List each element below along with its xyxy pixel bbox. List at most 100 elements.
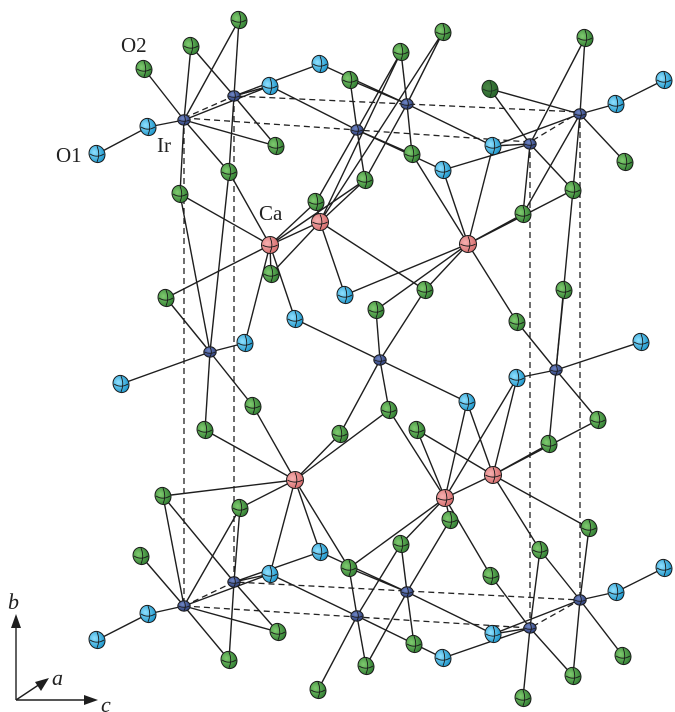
bond-ir8-b14 [379,359,468,403]
bond-ca5-g28 [416,429,446,499]
o2-atom [220,650,238,670]
o1-atom [139,604,157,624]
bond-ca2-g18 [270,221,321,275]
ir-atom [227,90,241,102]
bond-ir4-b6 [406,103,494,147]
bond-b21-ir15 [492,599,581,635]
bond-ca4-b18 [269,479,296,575]
bond-ir3-b3 [269,85,358,131]
o2-atom [230,10,248,30]
o2-atom [157,288,175,308]
bond-b16-b17 [96,613,149,641]
o1-atom [607,582,625,602]
label-ca: Ca [259,201,283,225]
bond-ir2-g10 [228,95,235,173]
bond-ca4-g27 [294,409,390,481]
o2-atom [392,42,410,62]
bond-ca5-g34 [400,497,446,545]
bond-ir2-b4 [233,63,321,97]
ir-atom [350,610,364,622]
bond-ir8-b10 [294,318,381,361]
o2-atom [589,410,607,430]
o2-atom [357,656,375,676]
o2-atom [614,646,632,666]
o2-atom [616,152,634,172]
o1-atom [655,70,673,90]
bond-b22-b23 [615,567,665,593]
bond-ir9-g30 [555,369,599,421]
bond-ir4-g12 [364,103,408,181]
bond-ir9-g14 [555,189,574,371]
o1-atom [607,94,625,114]
o2-atom [403,144,421,164]
bond-ir10-g39 [140,555,185,607]
bond-ir12-b20 [356,615,444,659]
bond-ca3-b9 [344,243,469,296]
bond-ir9-b15 [555,341,642,371]
o1-atom [508,368,526,388]
bond-ca4-g33 [294,479,350,569]
bond-ca1-ca2 [269,221,321,246]
bond-ir11-g40 [233,581,279,633]
ca-atom [484,466,502,484]
o1-atom [112,374,130,394]
bond-b5-ir5 [442,143,531,171]
o2-atom [182,36,200,56]
bond-ir4-g7 [406,31,444,105]
bond-ca4-g31 [162,479,296,497]
bond-ir5-g14 [529,143,574,191]
o2-atom [307,192,325,212]
label-ir: Ir [157,133,171,157]
o2-atom [434,22,452,42]
bond-ir1-g9 [179,119,185,195]
o2-atom [132,546,150,566]
bond-ca6-b13 [492,377,518,476]
bond-ir5-g17 [489,88,531,145]
bond-network [96,19,665,699]
bond-ca5-g27 [388,409,446,499]
o2-atom [171,184,189,204]
bond-ir2-g3 [233,19,240,97]
bond-ca4-b19 [294,479,321,553]
bond-ir14-g45 [522,627,531,699]
o2-atom [580,518,598,538]
o1-atom [88,144,106,164]
bond-ir1-g10 [183,119,230,173]
o1-atom [434,160,452,180]
bond-ir1-g2 [183,45,192,121]
bond-ir6-g14 [572,113,581,191]
bond-ca4-g25 [252,405,296,481]
bond-ir3-g6 [356,51,402,131]
bond-ir12-b18 [269,573,358,617]
ir-atom [523,138,537,150]
bond-ir6-g15 [579,37,586,115]
bond-ir2-g4 [233,95,277,147]
o2-atom [367,300,385,320]
bond-ir7-g25 [209,351,254,407]
bond-ir10-g41 [183,605,230,661]
bond-ir11-g41 [228,581,235,661]
bond-ir15-g37 [539,549,581,601]
o2-atom [405,634,423,654]
o1-atom [655,558,673,578]
bond-ca2-g6 [319,51,402,223]
bond-ca3-b5 [442,169,469,245]
o2-atom [331,424,349,444]
bond-b1-b2 [96,126,149,155]
bond-ir11-g31 [162,495,235,583]
o2-atom [408,420,426,440]
bond-ca3-g21 [467,243,518,323]
bond-ir13-g33 [348,567,408,593]
bond-ir1-g1 [143,68,185,121]
o2-atom [482,566,500,586]
ca-atom [436,489,454,507]
label-o2: O2 [121,33,147,57]
bond-ir7-g10 [209,171,230,353]
bond-ca3-g8 [411,153,469,245]
bond-ir9-g29 [548,369,557,445]
o2-atom [269,622,287,642]
o1-atom [484,136,502,156]
ir-atom [177,600,191,612]
o1-atom [261,564,279,584]
